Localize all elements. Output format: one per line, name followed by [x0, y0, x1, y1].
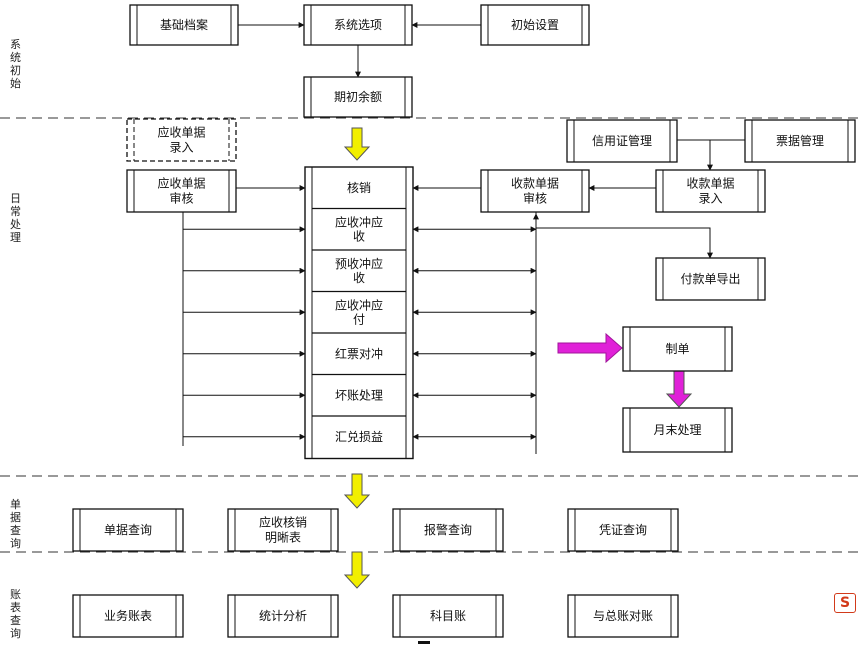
- magenta-right-arrow: [557, 332, 623, 364]
- yellow-down-arrow: [343, 551, 371, 589]
- box-opening-balance: 期初余额: [303, 76, 413, 118]
- bottom-marker: [418, 641, 430, 644]
- box-label: 信用证管理: [592, 133, 652, 148]
- box-month-end: 月末处理: [622, 407, 733, 453]
- box-label: 报警查询: [424, 522, 472, 537]
- stack-item-label: 预收冲应: [335, 256, 383, 271]
- box-label: 月末处理: [653, 423, 701, 437]
- box-label: 应收单据: [157, 176, 205, 191]
- stack-item-label: 收: [353, 229, 365, 243]
- stack-item-writeoff: 核销: [347, 181, 371, 195]
- box-label: 初始设置: [511, 18, 559, 32]
- box-basic-archive: 基础档案: [129, 4, 239, 46]
- stack-item-label: 红票对冲: [335, 346, 383, 361]
- box-account-ledger: 科目账: [392, 594, 504, 638]
- box-label: 与总账对账: [593, 609, 653, 623]
- flow-arrows: [343, 127, 693, 644]
- box-alert-query: 报警查询: [392, 508, 504, 552]
- box-initial-settings: 初始设置: [480, 4, 590, 46]
- section-label-doc-query: 单据查询: [10, 498, 21, 550]
- box-make-voucher: 制单: [622, 326, 733, 372]
- yellow-down-arrow: [343, 127, 371, 161]
- process-boxes: 基础档案系统选项初始设置期初余额应收单据录入应收单据审核信用证管理票据管理收款单…: [72, 4, 856, 638]
- magenta-down-arrow: [665, 370, 693, 408]
- section-label-setup: 系统初始: [10, 38, 21, 90]
- stack-item-label: 收: [353, 271, 365, 285]
- box-label: 系统选项: [334, 18, 382, 32]
- box-label: 单据查询: [104, 523, 152, 537]
- stack-item-bad-debt: 坏账处理: [335, 388, 383, 402]
- yellow-down-arrow: [343, 473, 371, 509]
- connector: [536, 227, 713, 259]
- stack-item-label: 汇兑损益: [335, 430, 383, 444]
- section-label-daily: 日常处理: [10, 192, 21, 244]
- box-payment-export: 付款单导出: [655, 257, 766, 301]
- box-label: 基础档案: [160, 17, 208, 32]
- box-voucher-query: 凭证查询: [567, 508, 679, 552]
- box-label: 收款单据: [511, 177, 559, 191]
- box-label: 期初余额: [334, 89, 382, 104]
- box-label: 业务账表: [104, 608, 152, 623]
- box-label: 票据管理: [776, 133, 824, 148]
- box-label: 录入: [169, 141, 193, 155]
- connectors: [182, 22, 745, 454]
- stack-item-label: 付: [353, 312, 365, 326]
- box-label: 付款单导出: [680, 272, 740, 286]
- sohu-logo: S: [834, 593, 856, 613]
- box-label: 收款单据: [686, 177, 734, 191]
- stack-item-fx-gain-loss: 汇兑损益: [335, 430, 383, 444]
- section-label-ledger-query: 账表查询: [10, 588, 21, 640]
- box-label: 明晰表: [265, 531, 301, 545]
- box-doc-query: 单据查询: [72, 508, 184, 552]
- stack-item-label: 核销: [347, 181, 371, 195]
- box-system-options: 系统选项: [303, 4, 413, 46]
- box-label: 应收核销: [259, 515, 307, 530]
- stack-item-label: 应收冲应: [335, 297, 383, 312]
- box-label: 统计分析: [259, 609, 307, 623]
- stack-item-red-invoice-offset: 红票对冲: [335, 346, 383, 361]
- box-label: 制单: [665, 342, 689, 356]
- box-label: 应收单据: [157, 125, 205, 140]
- box-lc-management: 信用证管理: [566, 119, 678, 163]
- box-bill-management: 票据管理: [744, 119, 856, 163]
- stack-item-label: 应收冲应: [335, 214, 383, 229]
- box-label: 凭证查询: [599, 522, 647, 537]
- box-label: 审核: [169, 191, 193, 206]
- box-label: 审核: [523, 191, 547, 206]
- stack-item-label: 坏账处理: [335, 388, 383, 402]
- box-gl-reconcile: 与总账对账: [567, 594, 679, 638]
- box-stat-analysis: 统计分析: [227, 594, 339, 638]
- box-label: 录入: [698, 192, 722, 206]
- box-business-ledger: 业务账表: [72, 594, 184, 638]
- box-label: 科目账: [430, 609, 466, 623]
